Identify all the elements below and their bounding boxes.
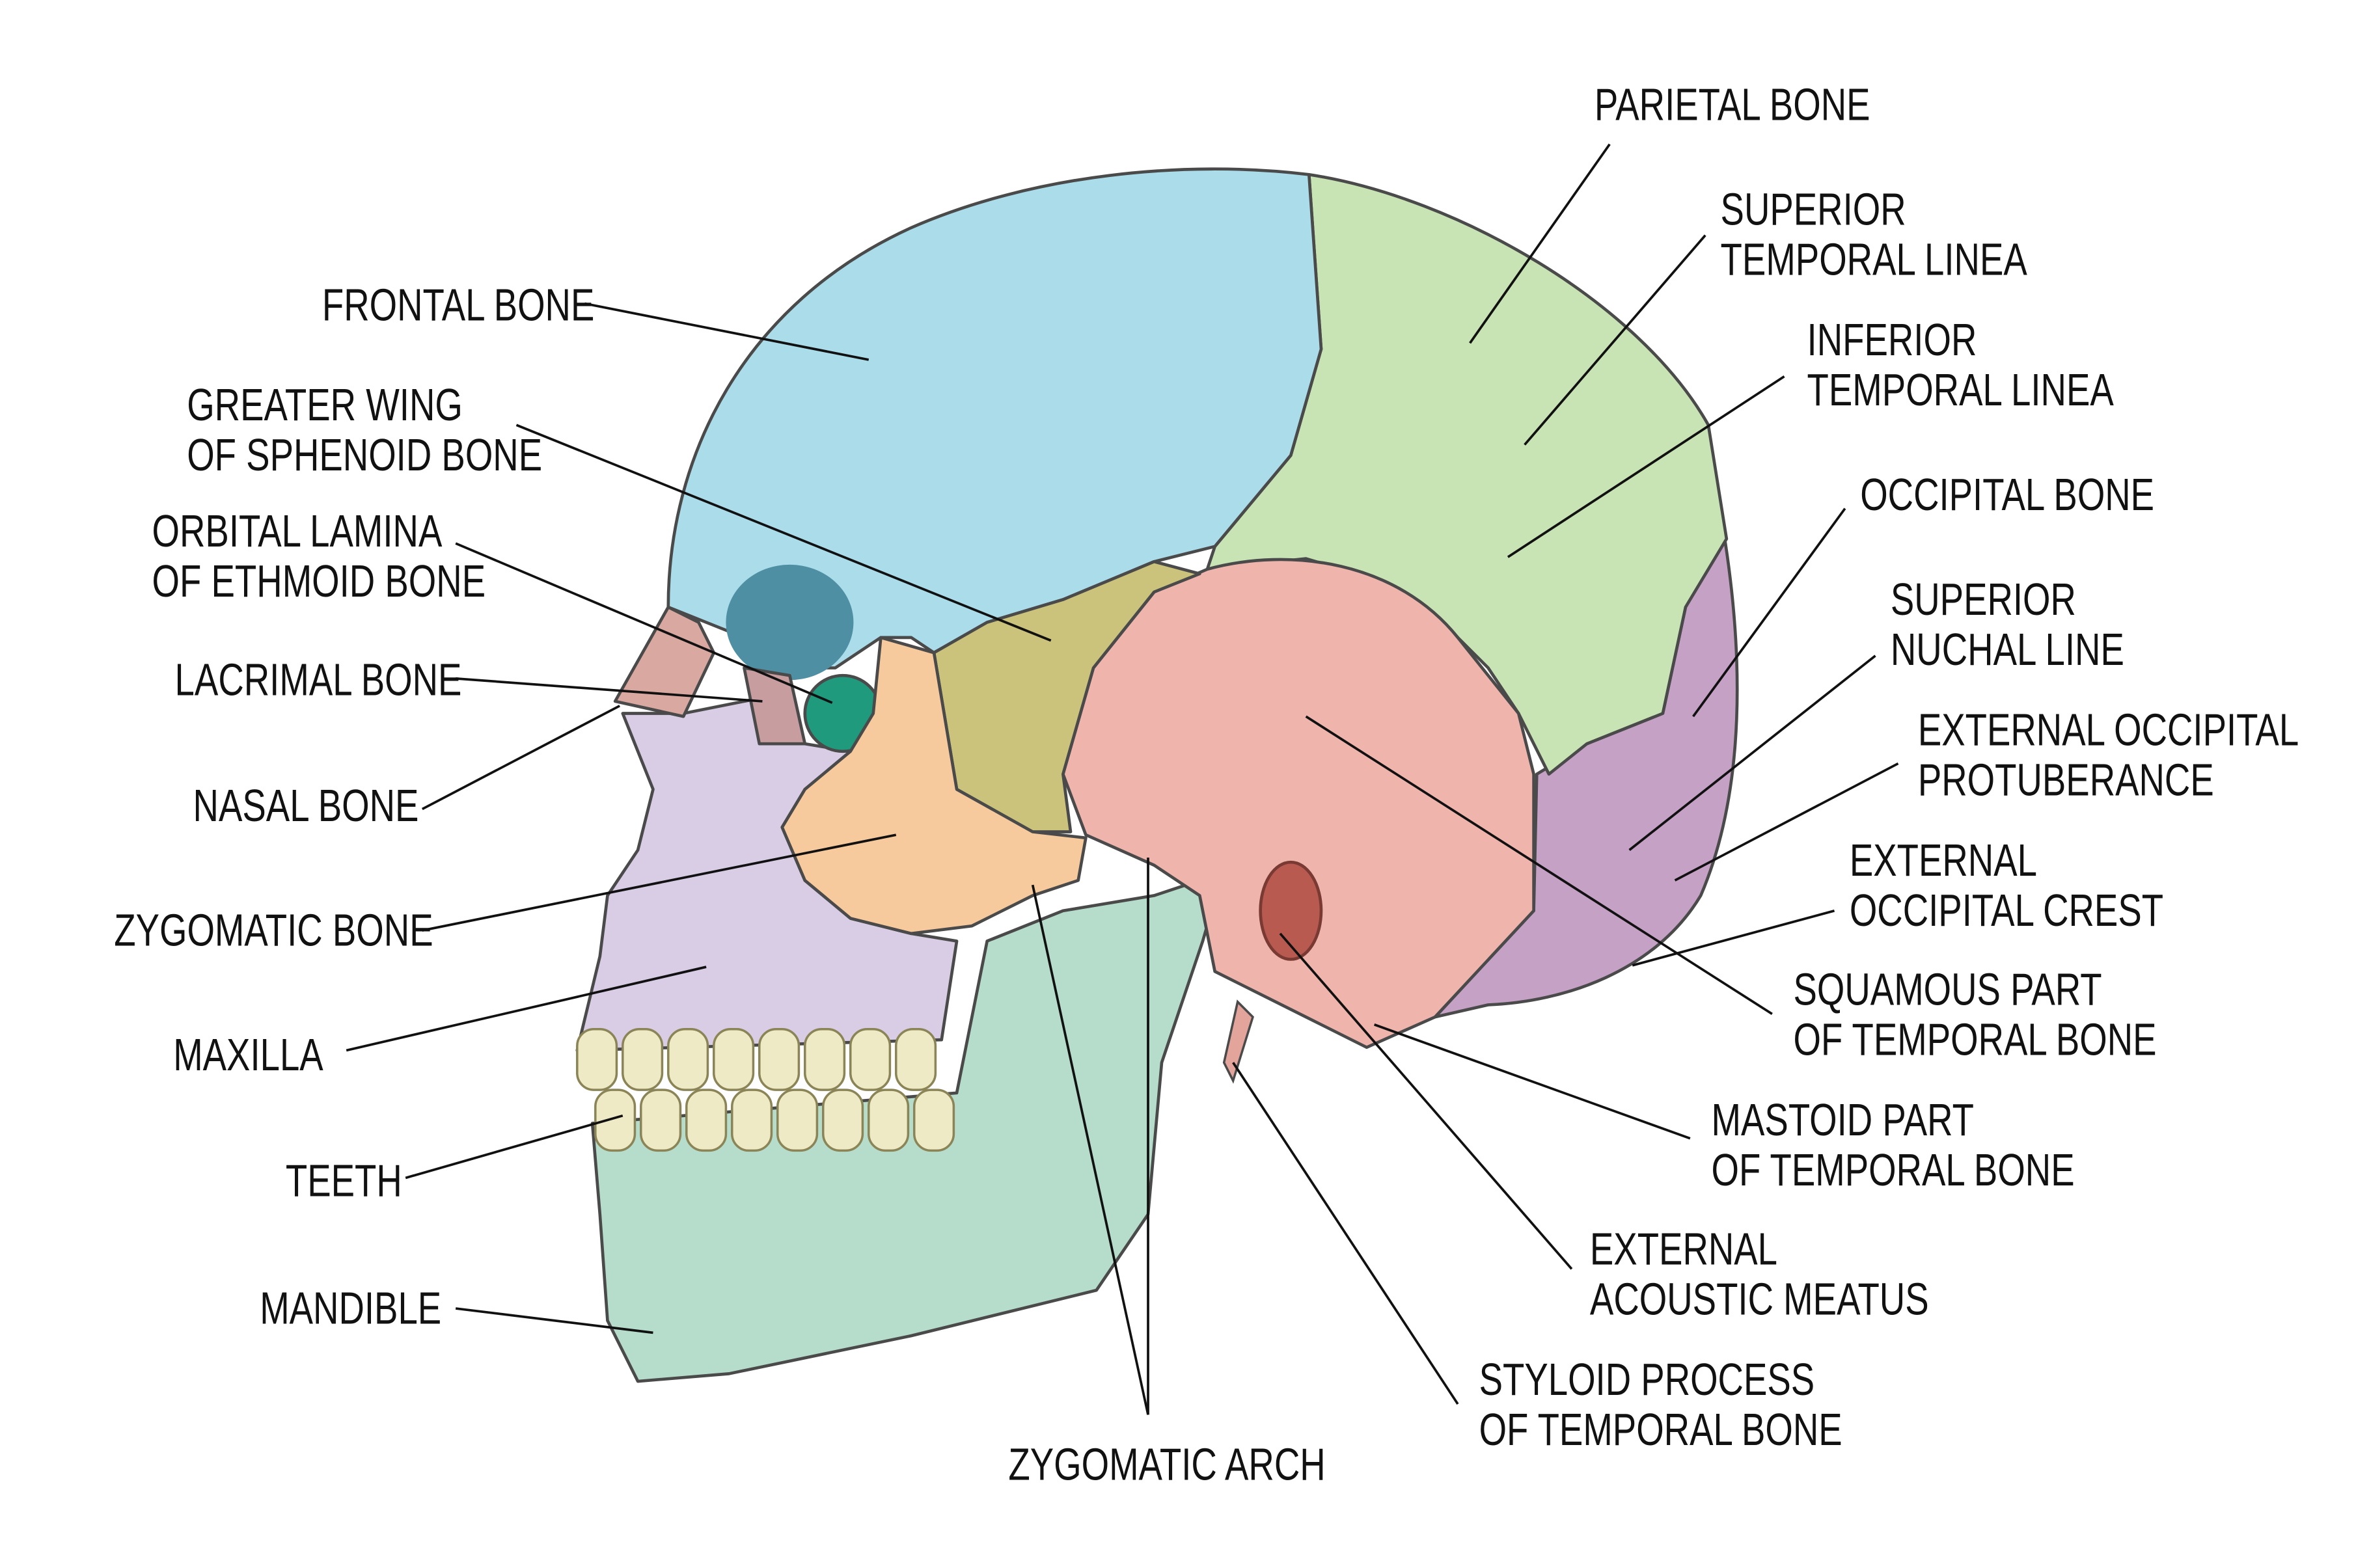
- tooth: [803, 1028, 846, 1091]
- skull-illustration: [575, 167, 1739, 1383]
- label-maxilla: MAXILLA: [173, 1029, 323, 1080]
- temporal-bone: [1061, 558, 1535, 1049]
- label-nasal: NASAL BONE: [193, 780, 419, 831]
- label-crest-2: OCCIPITAL CREST: [1850, 885, 2163, 936]
- label-crest-1: EXTERNAL: [1850, 835, 2037, 885]
- label-sphenoid-1: GREATER WING: [187, 379, 463, 430]
- tooth: [912, 1088, 955, 1152]
- label-protuberance-2: PROTUBERANCE: [1918, 754, 2214, 805]
- label-squamous-2: OF TEMPORAL BONE: [1794, 1014, 2157, 1064]
- label-acoustic-1: EXTERNAL: [1590, 1223, 1777, 1274]
- labels: FRONTAL BONE GREATER WING OF SPHENOID BO…: [114, 79, 2299, 1489]
- label-sphenoid-2: OF SPHENOID BONE: [187, 429, 542, 480]
- label-nuchal-2: NUCHAL LINE: [1891, 624, 2124, 675]
- zygomatic-bone: [780, 636, 1088, 936]
- label-protuberance-1: EXTERNAL OCCIPITAL: [1918, 705, 2299, 755]
- external-acoustic-meatus: [1259, 860, 1323, 961]
- tooth: [685, 1088, 728, 1152]
- tooth: [640, 1088, 682, 1152]
- tooth: [731, 1088, 773, 1152]
- tooth: [713, 1028, 755, 1091]
- label-squamous-1: SQUAMOUS PART: [1794, 964, 2102, 1014]
- label-styloid-1: STYLOID PROCESS: [1479, 1354, 1815, 1405]
- label-mastoid-1: MASTOID PART: [1712, 1094, 1974, 1145]
- tooth: [622, 1028, 664, 1091]
- label-inf-temporal-1: INFERIOR: [1807, 314, 1977, 365]
- tooth: [667, 1028, 709, 1091]
- tooth: [594, 1088, 637, 1152]
- tooth: [867, 1088, 910, 1152]
- leader-lines: [346, 143, 1899, 1415]
- tooth: [894, 1028, 937, 1091]
- parietal-bone: [1205, 172, 1729, 776]
- label-zygomatic-arch: ZYGOMATIC ARCH: [1008, 1439, 1325, 1490]
- tooth: [776, 1088, 819, 1152]
- label-mandible: MANDIBLE: [260, 1282, 441, 1333]
- label-parietal: PARIETAL BONE: [1595, 79, 1870, 129]
- label-frontal-bone: FRONTAL BONE: [322, 279, 595, 330]
- label-mastoid-2: OF TEMPORAL BONE: [1712, 1144, 2075, 1195]
- lacrimal-bone: [743, 666, 807, 746]
- tooth: [849, 1028, 892, 1091]
- label-ethmoid-1: ORBITAL LAMINA: [152, 506, 443, 556]
- tooth: [576, 1028, 618, 1091]
- label-lacrimal: LACRIMAL BONE: [175, 655, 462, 705]
- label-sup-temporal-2: TEMPORAL LINEA: [1721, 234, 2028, 284]
- nasal-bone: [613, 605, 716, 718]
- label-teeth: TEETH: [286, 1155, 402, 1206]
- teeth: [576, 1028, 955, 1152]
- label-ethmoid-2: OF ETHMOID BONE: [152, 556, 486, 606]
- label-zygomatic: ZYGOMATIC BONE: [114, 904, 433, 955]
- label-acoustic-2: ACOUSTIC MEATUS: [1590, 1273, 1929, 1324]
- label-occipital: OCCIPITAL BONE: [1860, 469, 2154, 520]
- tooth: [758, 1028, 801, 1091]
- frontal-bone: [666, 167, 1323, 669]
- label-sup-temporal-1: SUPERIOR: [1721, 183, 1906, 234]
- label-styloid-2: OF TEMPORAL BONE: [1479, 1404, 1842, 1455]
- label-nuchal-1: SUPERIOR: [1891, 574, 2076, 625]
- styloid-process: [1222, 999, 1254, 1084]
- label-inf-temporal-2: TEMPORAL LINEA: [1807, 364, 2115, 415]
- tooth: [821, 1088, 864, 1152]
- orbit: [726, 564, 854, 681]
